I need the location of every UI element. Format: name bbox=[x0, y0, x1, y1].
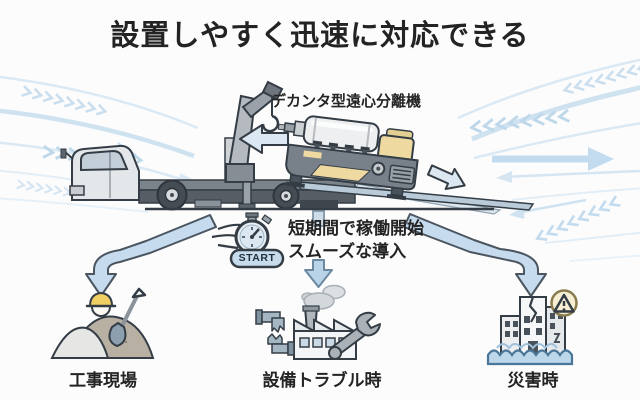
outrigger bbox=[242, 181, 252, 206]
smoke bbox=[301, 284, 346, 310]
truck-icon bbox=[60, 80, 356, 211]
deployment-text-line2: スムーズな導入 bbox=[288, 242, 407, 261]
deploy-arrow-middle bbox=[304, 210, 333, 288]
unload-arrow-left bbox=[239, 124, 289, 154]
shovel-icon bbox=[108, 287, 147, 348]
deployment-text-line1: 短期間で稼働開始 bbox=[288, 219, 424, 238]
rear-wheel bbox=[272, 182, 300, 210]
decanter-centrifuge-icon bbox=[277, 115, 419, 201]
scenario-label-construction: 工事現場 bbox=[69, 371, 137, 390]
building-left bbox=[500, 315, 521, 355]
cab-window bbox=[80, 149, 129, 172]
arrow-to-construction bbox=[85, 214, 217, 297]
machine-label: デカンタ型遠心分離機 bbox=[271, 93, 422, 110]
crane-hook bbox=[261, 114, 280, 133]
stopwatch-icon bbox=[211, 212, 285, 269]
crack bbox=[528, 296, 538, 323]
arrow-to-disaster bbox=[403, 213, 547, 297]
factory-icon bbox=[255, 284, 381, 360]
crane-icon bbox=[224, 80, 284, 210]
scenario-label-equipment-trouble: 設備トラブル時 bbox=[262, 371, 382, 390]
wrench-icon bbox=[328, 311, 381, 360]
front-wheel bbox=[156, 179, 188, 211]
sand-mound bbox=[50, 326, 110, 359]
unload-arrow-right bbox=[426, 164, 466, 190]
flood-water bbox=[486, 349, 574, 366]
start-badge-label: START bbox=[238, 252, 276, 264]
page-title: 設置しやすく迅速に対応できる bbox=[110, 20, 530, 52]
disaster-icon bbox=[486, 289, 578, 366]
helmet-icon bbox=[88, 291, 114, 307]
start-badge bbox=[229, 248, 285, 269]
scenario-label-disaster: 災害時 bbox=[507, 371, 559, 390]
sawtooth-roof bbox=[293, 318, 355, 333]
warning-triangle-icon bbox=[550, 289, 578, 317]
broken-pipe-icon bbox=[255, 309, 295, 356]
side-mirror bbox=[60, 148, 67, 159]
speed-lines-right bbox=[457, 58, 640, 262]
construction-site-icon bbox=[50, 287, 155, 359]
